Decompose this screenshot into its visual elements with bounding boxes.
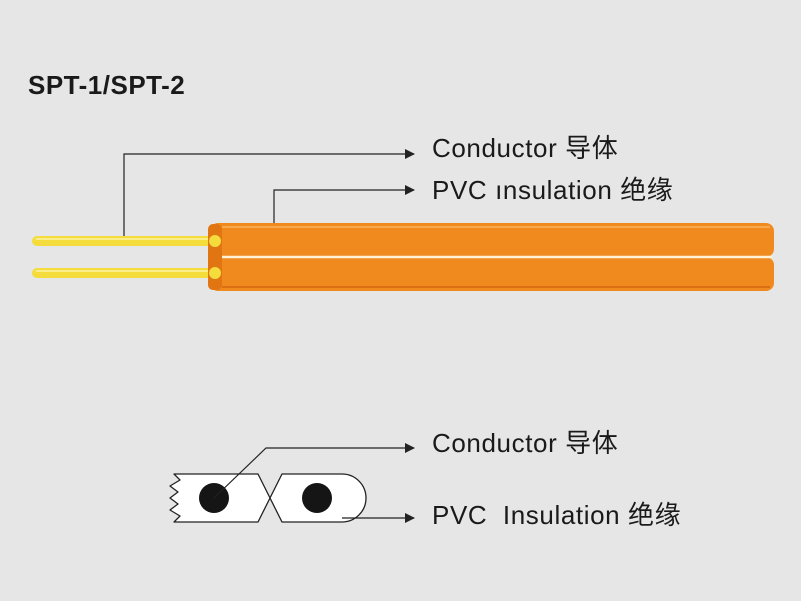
conductor-wire-top	[32, 236, 218, 246]
conductor-leader-line	[123, 149, 415, 236]
insulation-label-top: PVC ınsulation 绝缘	[432, 175, 673, 205]
conductor-core-right	[302, 483, 332, 513]
insulation-lower-core	[210, 257, 774, 291]
insulation-label-cross: PVC Insulation 绝缘	[432, 500, 681, 530]
conductor-end-top	[209, 235, 221, 247]
conductor-wire-bottom	[32, 268, 218, 278]
cross-section-illustration	[169, 443, 415, 523]
conductor-label-cross: Conductor 导体	[432, 428, 618, 458]
conductor-end-bottom	[209, 267, 221, 279]
insulation-upper-core	[210, 223, 774, 257]
diagram-title: SPT-1/SPT-2	[28, 70, 186, 100]
conductor-label-top: Conductor 导体	[432, 133, 618, 163]
flat-cable-illustration	[32, 149, 774, 291]
insulation-leader-line	[273, 185, 415, 223]
conductor-leader-line-cross	[213, 443, 415, 499]
